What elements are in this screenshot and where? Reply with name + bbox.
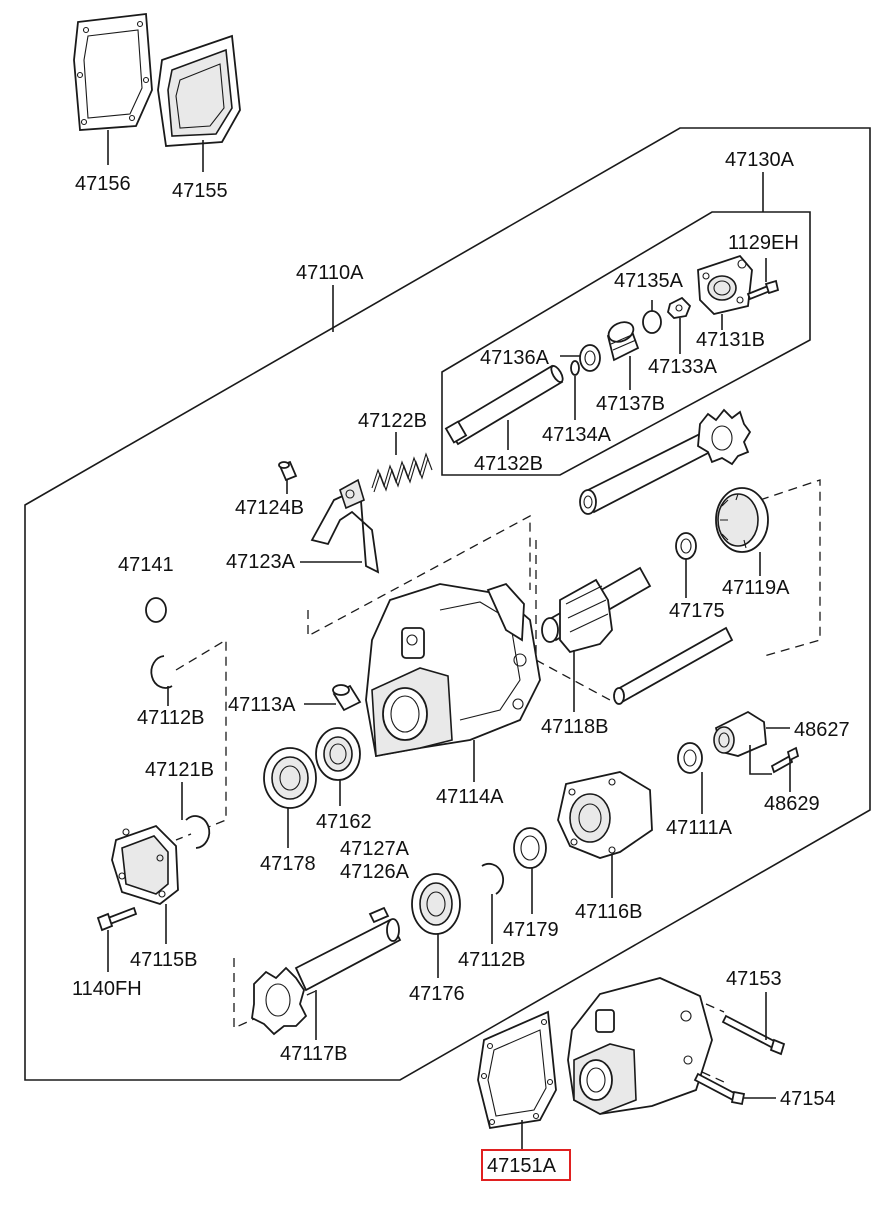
part-label-47119A[interactable]: 47119A <box>722 577 790 599</box>
part-label-47134A[interactable]: 47134A <box>542 424 612 446</box>
gear-ring-47119A[interactable] <box>715 487 769 553</box>
part-label-47137B[interactable]: 47137B <box>596 393 665 415</box>
gasket-47151A[interactable] <box>477 1010 557 1130</box>
fork-47123A[interactable] <box>310 478 380 574</box>
part-label-47127A[interactable]: 47127A <box>340 838 410 860</box>
seal-47136A[interactable] <box>579 344 601 372</box>
snap-ring-47121B[interactable] <box>185 815 211 849</box>
bearing-47176[interactable] <box>411 873 461 935</box>
bushing-47137B[interactable] <box>605 318 640 362</box>
key-47126A[interactable] <box>368 906 390 924</box>
nut-47133A[interactable] <box>667 296 692 319</box>
transfer-case-assembly[interactable] <box>567 977 713 1115</box>
assembly-outline-47110A <box>24 127 871 1081</box>
needle-bearing-47175[interactable] <box>675 532 697 560</box>
housing-47131B[interactable] <box>697 254 753 315</box>
part-label-47131B[interactable]: 47131B <box>696 329 765 351</box>
part-label-1129EH[interactable]: 1129EH <box>728 232 799 254</box>
dashed-axis-fork <box>307 514 531 638</box>
dashed-axis-gear <box>759 479 821 657</box>
part-label-48627[interactable]: 48627 <box>794 719 850 741</box>
part-label-47112B-upper[interactable]: 47112B <box>137 707 204 729</box>
coupling-48627[interactable] <box>713 710 767 757</box>
part-label-47118B[interactable]: 47118B <box>541 716 608 738</box>
pin-47124B[interactable] <box>278 460 298 482</box>
part-label-47116B[interactable]: 47116B <box>575 901 642 923</box>
part-label-48629[interactable]: 48629 <box>764 793 820 815</box>
part-label-47135A[interactable]: 47135A <box>614 270 684 292</box>
part-label-47155[interactable]: 47155 <box>172 180 228 202</box>
spring-47122B[interactable] <box>371 452 433 493</box>
bolt-47153[interactable] <box>721 1014 786 1056</box>
o-ring-47141[interactable] <box>145 597 167 623</box>
washer-47111A[interactable] <box>677 742 703 774</box>
part-label-1140FH[interactable]: 1140FH <box>72 978 142 1000</box>
part-label-47178[interactable]: 47178 <box>260 853 316 875</box>
case-47114A[interactable] <box>365 582 541 758</box>
bolt-1140FH[interactable] <box>96 906 138 932</box>
subassembly-outline-47130A <box>441 211 811 476</box>
screw-48629[interactable] <box>770 746 800 774</box>
o-ring-47135A[interactable] <box>642 310 662 334</box>
part-label-47112B-lower[interactable]: 47112B <box>458 949 525 971</box>
part-label-47121B[interactable]: 47121B <box>145 759 214 781</box>
part-label-47122B[interactable]: 47122B <box>358 410 427 432</box>
dashed-axis-input <box>233 958 319 1030</box>
part-label-47154[interactable]: 47154 <box>780 1088 836 1110</box>
part-label-47124B[interactable]: 47124B <box>235 497 304 519</box>
part-label-47115B[interactable]: 47115B <box>130 949 197 971</box>
gasket-47155[interactable] <box>157 34 241 147</box>
snap-ring-47112B-upper[interactable] <box>150 655 173 689</box>
part-label-47132B[interactable]: 47132B <box>474 453 543 475</box>
part-label-47176[interactable]: 47176 <box>409 983 465 1005</box>
part-label-47117B[interactable]: 47117B <box>280 1043 347 1065</box>
part-label-47133A[interactable]: 47133A <box>648 356 718 378</box>
part-label-47162[interactable]: 47162 <box>316 811 372 833</box>
part-label-47114A[interactable]: 47114A <box>436 786 504 808</box>
part-label-47130A[interactable]: 47130A <box>725 149 795 171</box>
gasket-47156[interactable] <box>73 12 153 131</box>
shaft-47132B[interactable] <box>444 364 565 446</box>
part-label-47126A[interactable]: 47126A <box>340 861 410 883</box>
snap-ring-47112B-lower[interactable] <box>481 863 504 895</box>
part-label-47156[interactable]: 47156 <box>75 173 131 195</box>
part-label-47136A[interactable]: 47136A <box>480 347 550 369</box>
gear-shaft-47118B[interactable] <box>541 566 652 654</box>
gear-upper[interactable] <box>697 408 752 466</box>
part-label-47175[interactable]: 47175 <box>669 600 725 622</box>
input-shaft-47117B[interactable] <box>251 918 402 1036</box>
shaft-47118B-upper[interactable] <box>579 432 712 515</box>
part-label-47151A[interactable]: 47151A <box>487 1155 557 1177</box>
bearing-47178[interactable] <box>263 747 317 809</box>
part-label-47110A[interactable]: 47110A <box>296 262 364 284</box>
part-label-47179[interactable]: 47179 <box>503 919 559 941</box>
bolt-47154[interactable] <box>693 1072 746 1106</box>
dashed-axis-cover <box>175 638 227 841</box>
cover-47115B[interactable] <box>111 824 179 906</box>
housing-47116B[interactable] <box>557 771 653 859</box>
shaft-long[interactable] <box>613 626 734 705</box>
part-label-47141[interactable]: 47141 <box>118 554 174 576</box>
part-label-47113A[interactable]: 47113A <box>228 694 296 716</box>
o-ring-47134A[interactable] <box>570 360 580 376</box>
bolt-1129EH[interactable] <box>746 279 780 301</box>
bearing-47179[interactable] <box>513 827 547 869</box>
part-label-47111A[interactable]: 47111A <box>666 817 733 839</box>
leader-48629-a <box>749 745 772 775</box>
dashed-axis-bolts <box>701 1003 725 1083</box>
bearing-47162[interactable] <box>315 727 361 781</box>
plug-47113A[interactable] <box>332 684 362 712</box>
part-label-47153[interactable]: 47153 <box>726 968 782 990</box>
highlight-box-47151A <box>481 1149 571 1181</box>
part-label-47123A[interactable]: 47123A <box>226 551 296 573</box>
